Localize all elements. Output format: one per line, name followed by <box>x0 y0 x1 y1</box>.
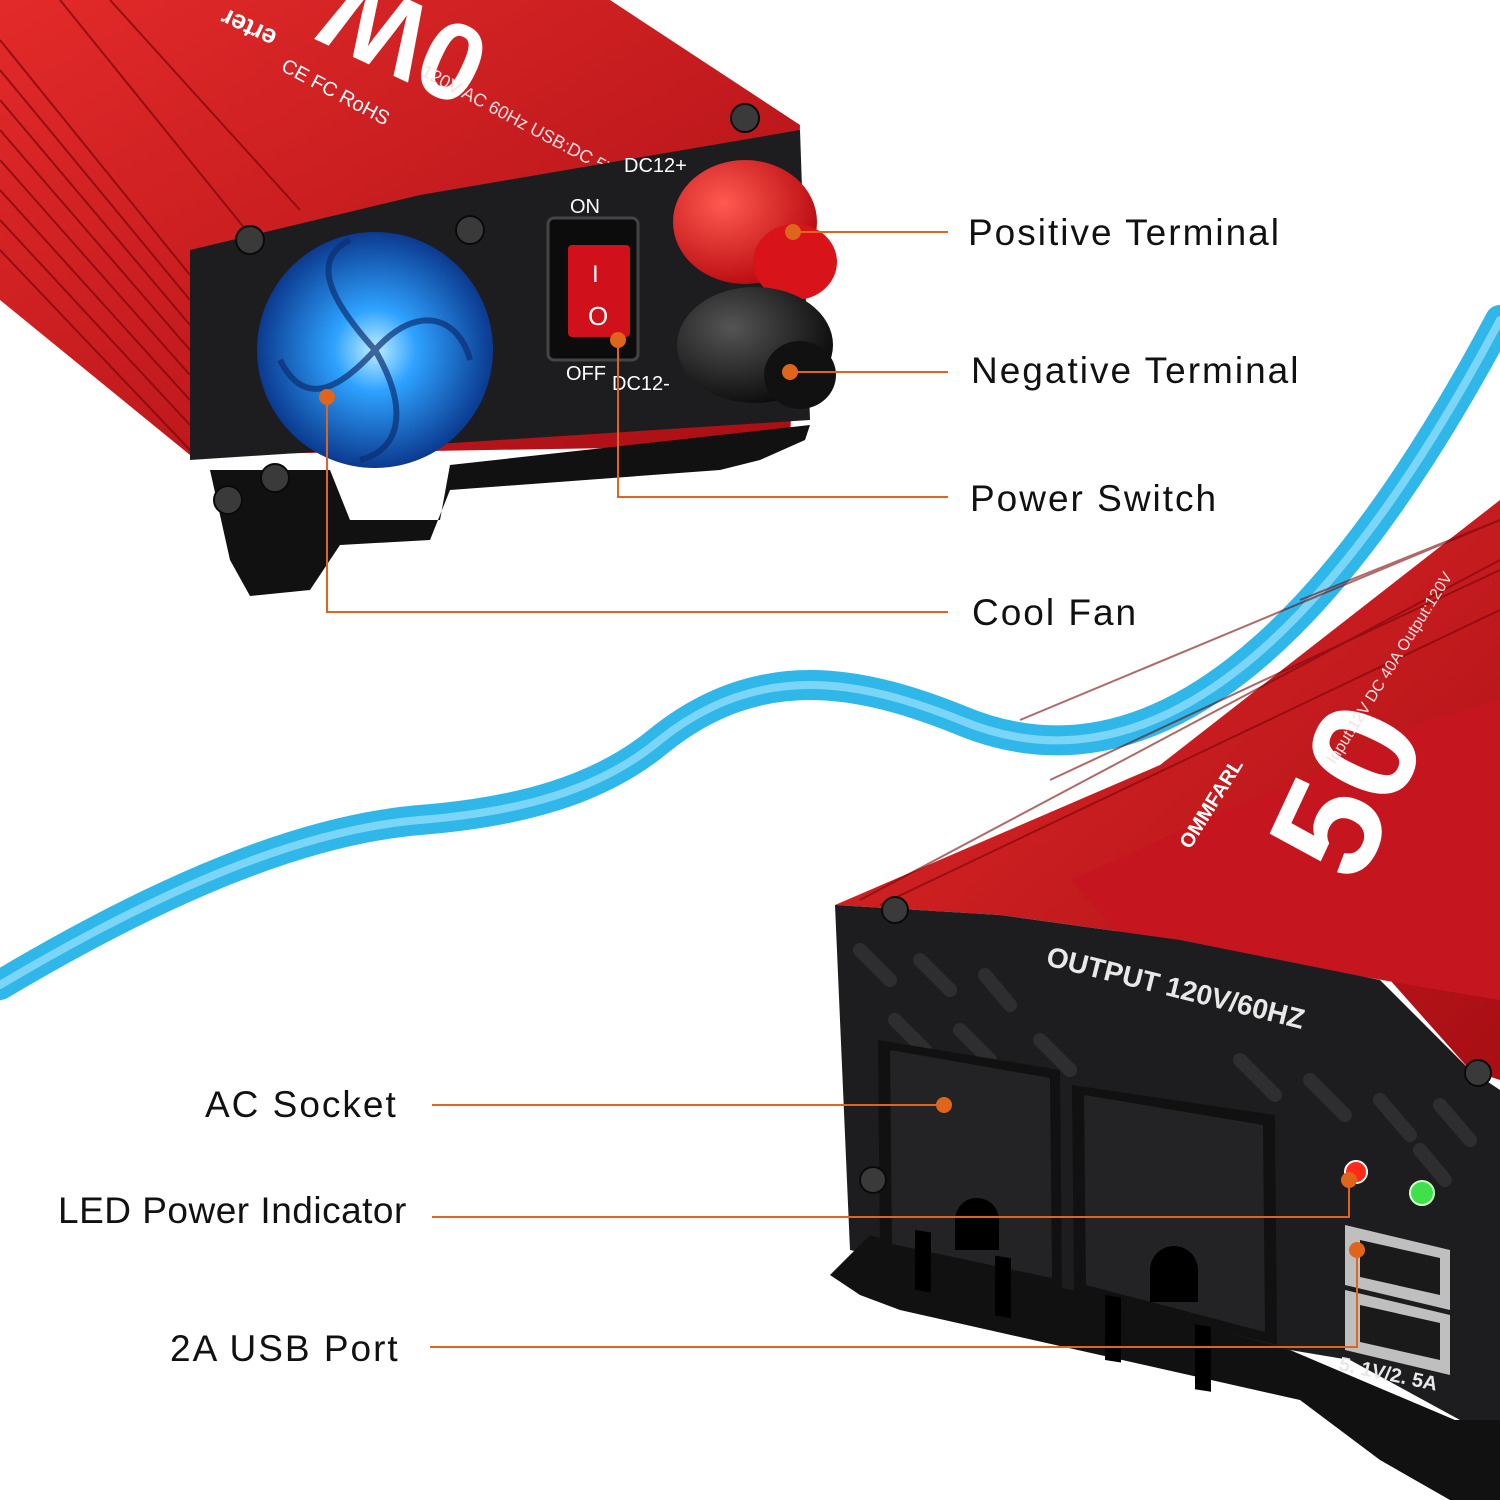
callout-positive-terminal: Positive Terminal <box>968 212 1281 253</box>
ac-socket-left <box>878 1040 1062 1319</box>
switch-on-mark: I <box>592 261 599 288</box>
ac-socket-right <box>1072 1085 1277 1392</box>
switch-off-label: OFF <box>566 363 606 385</box>
led-line <box>432 1180 1350 1218</box>
callout-dots <box>319 224 1365 1258</box>
callout-led-power-indicator: LED Power Indicator <box>58 1190 407 1231</box>
callout-lines <box>326 231 1358 1348</box>
callout-negative-terminal: Negative Terminal <box>971 350 1301 391</box>
usb-ports <box>1345 1225 1450 1375</box>
cool-fan-line <box>326 397 948 613</box>
inverter-top-view: 0W erter 120V AC 60Hz USB:DC 5V 2.0A CE … <box>0 0 837 596</box>
usb-port-line <box>430 1250 1358 1348</box>
inverter-bottom-view: 50 OMMFARL Input:12V DC 40A Output:120V … <box>830 500 1500 1500</box>
callout-power-switch: Power Switch <box>970 478 1219 519</box>
callout-ac-socket: AC Socket <box>205 1084 398 1125</box>
callout-usb-port: 2A USB Port <box>170 1328 400 1369</box>
power-switch-line <box>617 340 948 498</box>
dc-positive-label: DC12+ <box>624 155 687 177</box>
switch-on-label: ON <box>570 196 600 218</box>
power-switch <box>568 245 630 337</box>
dc-negative-label: DC12- <box>612 373 670 395</box>
green-led <box>1409 1180 1435 1206</box>
switch-off-mark: O <box>588 301 608 331</box>
callout-cool-fan: Cool Fan <box>972 592 1139 633</box>
